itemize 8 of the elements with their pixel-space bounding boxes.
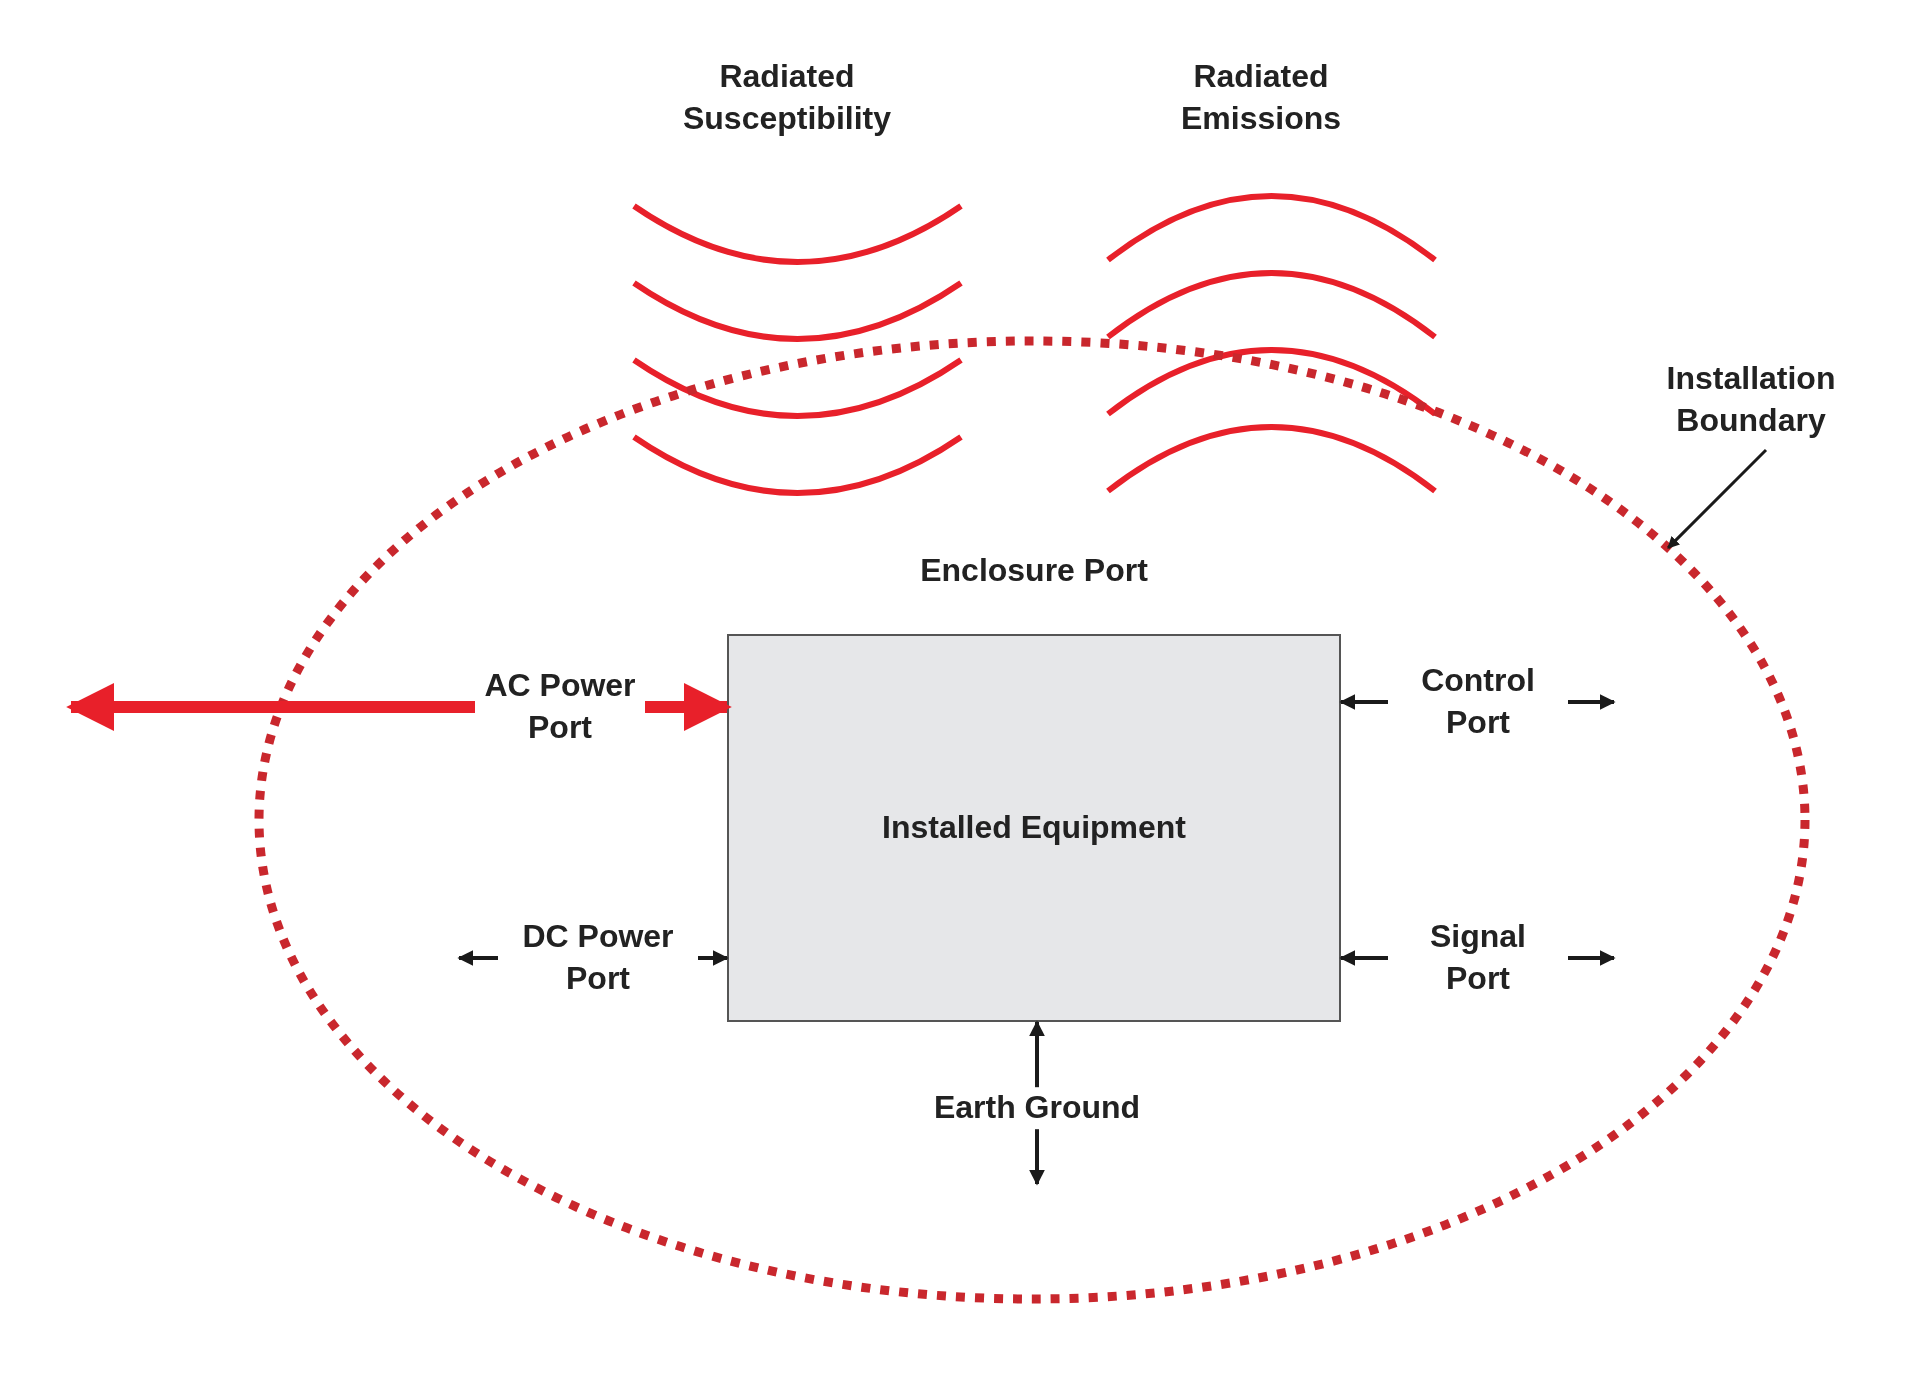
wave-heading: Radiated Emissions <box>1179 57 1343 138</box>
wave-heading: Radiated Susceptibility <box>681 57 892 138</box>
port-label: Enclosure Port <box>919 551 1149 590</box>
equipment-box: Installed Equipment <box>727 634 1341 1022</box>
double-arrow <box>1029 1020 1045 1186</box>
double-arrow <box>66 683 732 731</box>
leader-line <box>1667 448 1768 549</box>
boundary-label: Installation Boundary <box>1636 358 1866 450</box>
